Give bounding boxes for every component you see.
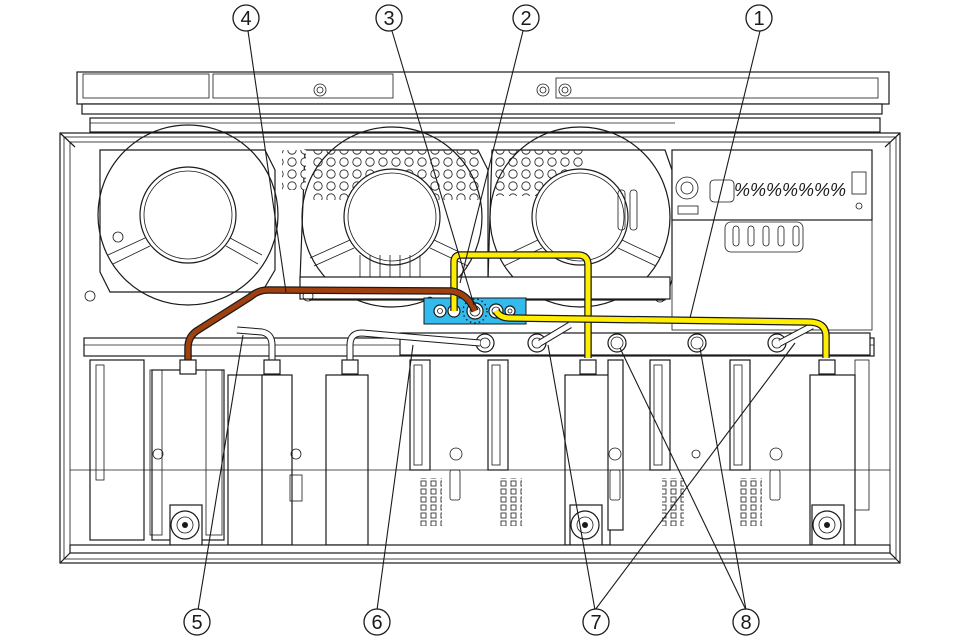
leader-lines [197,30,796,611]
leader-8b [699,347,747,611]
callout-1: 1 [745,4,773,32]
fan-right [487,126,673,308]
callout-2: 2 [512,4,540,32]
brown-cable [184,286,479,360]
callout-4-label: 4 [240,8,251,30]
callout-6-label: 6 [371,612,382,634]
callout-3: 3 [375,4,403,32]
callout-4: 4 [232,4,260,32]
svg-text:%%%%%%%: %%%%%%% [734,180,846,200]
callout-1-label: 1 [753,8,764,30]
leader-2 [459,30,524,284]
callout-5: 5 [183,608,211,636]
leader-8a [619,347,747,611]
leader-1 [689,30,761,319]
rf-connectors-bottom [69,504,891,554]
callout-8: 8 [732,608,760,636]
leader-7a [547,344,596,611]
semi-rigid-cables [236,321,814,360]
yellow-cables [450,251,830,358]
top-chassis [76,71,890,133]
leader-5 [197,334,244,611]
main-frame [59,132,901,564]
fan-middle [282,126,489,308]
fan-left [97,124,279,306]
callout-7: 7 [582,608,610,636]
leader-3 [391,30,475,306]
callout-8-label: 8 [740,612,751,634]
callout-7-label: 7 [590,612,601,634]
power-bracket: %%%%%%% [654,149,873,331]
callout-3-label: 3 [383,8,394,30]
callout-6: 6 [363,608,391,636]
leader-4 [247,30,287,293]
callout-5-label: 5 [191,612,202,634]
leader-6 [376,344,414,611]
callout-2-label: 2 [520,8,531,30]
sma-nuts [179,359,836,375]
leader-7b [594,342,796,611]
